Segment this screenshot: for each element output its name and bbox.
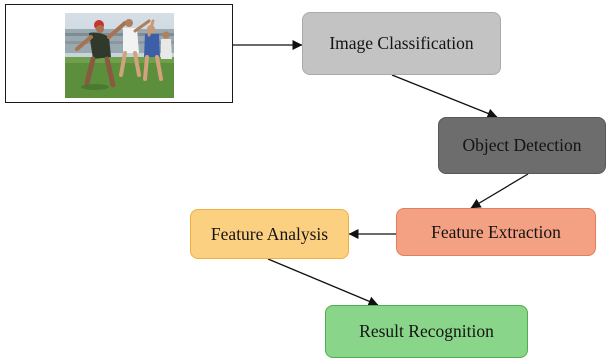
node-image-classification: Image Classification [302,12,501,75]
node-result-recognition: Result Recognition [325,305,528,358]
node-feature-extraction: Feature Extraction [396,208,596,256]
sports-photo-icon [65,13,174,98]
arrow-detection-to-extraction [470,173,529,209]
node-feature-analysis: Feature Analysis [190,209,349,259]
node-object-detection: Object Detection [438,117,606,174]
node-label: Result Recognition [359,321,494,341]
node-label: Object Detection [462,135,582,155]
node-label: Feature Extraction [431,221,561,242]
arrow-classification-to-detection [391,74,498,119]
node-label: Image Classification [329,33,474,53]
node-label: Feature Analysis [210,223,329,244]
arrow-analysis-to-result [267,258,379,306]
